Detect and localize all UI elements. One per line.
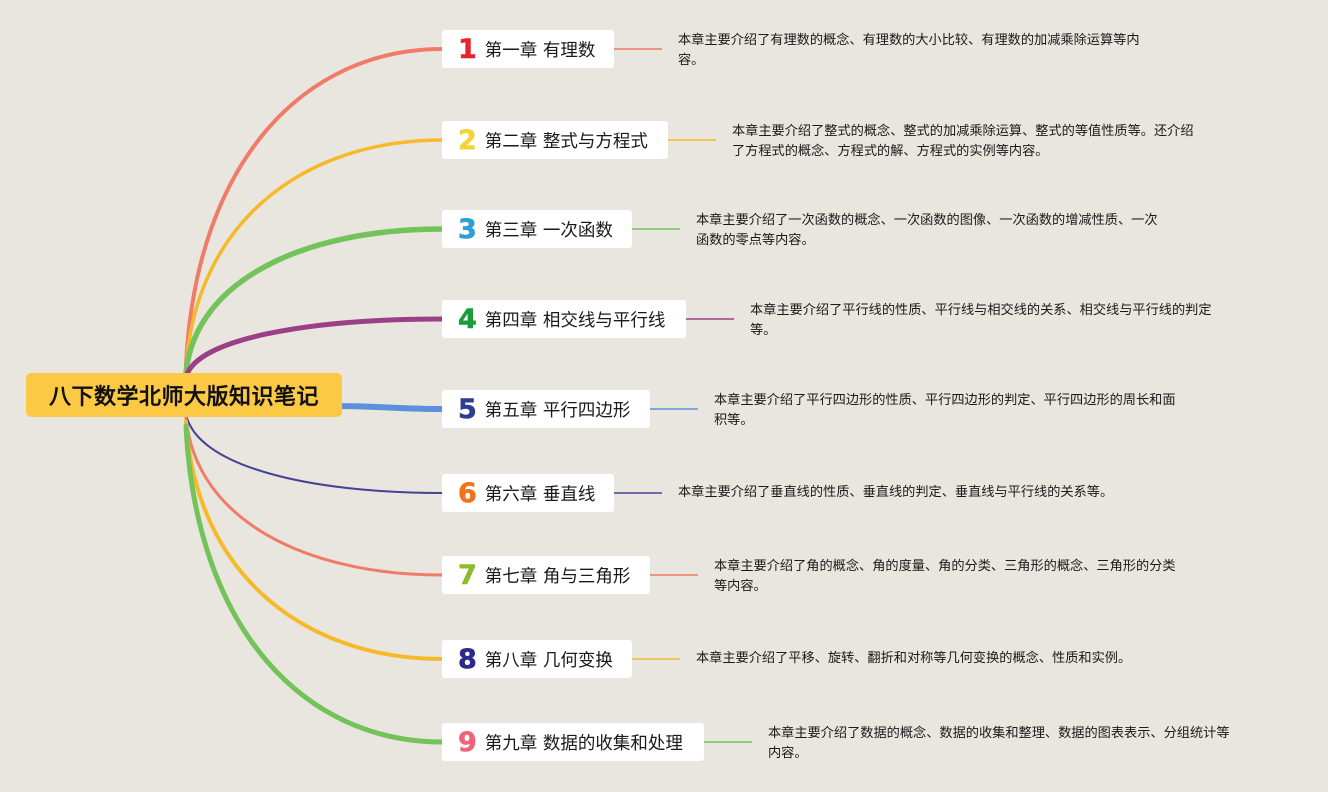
chapter-number-6: 6 [458,477,477,509]
chapter-description-7[interactable]: 本章主要介绍了角的概念、角的度量、角的分类、三角形的概念、三角形的分类 等内容。 [714,559,1176,594]
chapter-number-1: 1 [458,33,477,65]
chapter-title-7: 第七章 角与三角形 [484,566,631,587]
chapter-number-9: 9 [458,726,477,758]
root-topic[interactable]: 八下数学北师大版知识笔记 [26,373,342,417]
chapter-node-4[interactable]: 4 第四章 相交线与平行线 [442,300,686,338]
chapter-description-5[interactable]: 本章主要介绍了平行四边形的性质、平行四边形的判定、平行四边形的周长和面 积等。 [714,393,1176,428]
branch-line-8 [184,420,444,661]
chapter-node-1[interactable]: 1 第一章 有理数 [442,30,614,68]
chapter-title-9: 第九章 数据的收集和处理 [484,733,683,754]
chapter-number-5: 5 [458,393,477,425]
chapter-title-3: 第三章 一次函数 [484,220,613,241]
chapter-title-4: 第四章 相交线与平行线 [484,310,666,331]
chapter-title-6: 第六章 垂直线 [484,484,596,505]
chapter-description-8[interactable]: 本章主要介绍了平移、旋转、翻折和对称等几何变换的概念、性质和实例。 [696,651,1132,666]
chapter-title-5: 第五章 平行四边形 [484,400,631,421]
branch-line-4 [183,316,445,380]
branch-line-2 [184,138,444,370]
branch-line-6 [185,413,443,494]
chapter-number-8: 8 [458,643,477,675]
chapter-number-4: 4 [458,303,477,335]
chapter-number-2: 2 [458,124,477,156]
chapter-description-6[interactable]: 本章主要介绍了垂直线的性质、垂直线的判定、垂直线与平行线的关系等。 [678,485,1114,500]
chapter-node-7[interactable]: 7 第七章 角与三角形 [442,556,650,594]
chapter-node-8[interactable]: 8 第八章 几何变换 [442,640,632,678]
chapter-title-1: 第一章 有理数 [484,40,596,61]
chapter-node-2[interactable]: 2 第二章 整式与方程式 [442,121,668,159]
branch-line-1 [184,47,444,367]
branch-line-9 [183,423,445,745]
branch-line-7 [184,416,444,577]
chapter-node-6[interactable]: 6 第六章 垂直线 [442,474,614,512]
chapter-description-1[interactable]: 本章主要介绍了有理数的概念、有理数的大小比较、有理数的加减乘除运算等内 容。 [678,33,1140,68]
chapter-number-7: 7 [458,559,477,591]
chapter-node-9[interactable]: 9 第九章 数据的收集和处理 [442,723,704,761]
root-topic-label: 八下数学北师大版知识笔记 [48,385,319,410]
chapter-description-9[interactable]: 本章主要介绍了数据的概念、数据的收集和整理、数据的图表表示、分组统计等 内容。 [768,726,1230,761]
chapter-description-2[interactable]: 本章主要介绍了整式的概念、整式的加减乘除运算、整式的等值性质等。还介绍 了方程式… [732,124,1194,159]
branch-line-3 [183,226,445,375]
chapter-title-8: 第八章 几何变换 [484,650,613,671]
chapter-description-3[interactable]: 本章主要介绍了一次函数的概念、一次函数的图像、一次函数的增减性质、一次 函数的零… [696,213,1158,248]
chapter-description-4[interactable]: 本章主要介绍了平行线的性质、平行线与相交线的关系、相交线与平行线的判定 等。 [750,303,1212,338]
chapter-number-3: 3 [458,213,477,245]
chapter-node-5[interactable]: 5 第五章 平行四边形 [442,390,650,428]
chapter-node-3[interactable]: 3 第三章 一次函数 [442,210,632,248]
branch-line-5 [327,403,445,412]
chapter-title-2: 第二章 整式与方程式 [484,131,648,152]
